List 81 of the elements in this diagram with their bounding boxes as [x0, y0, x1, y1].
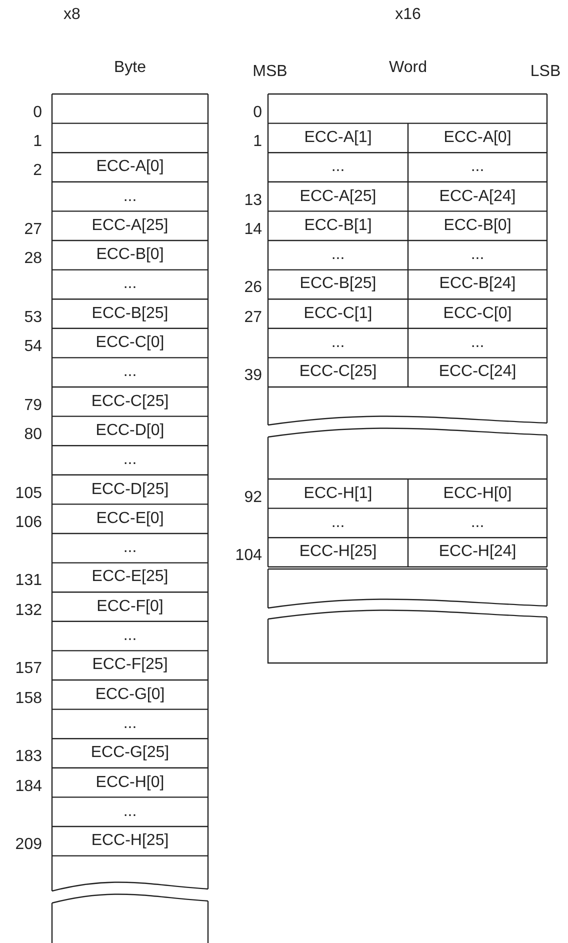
- address-number: 39: [243, 366, 262, 386]
- data-entry: ECC-C[25]: [298, 362, 378, 382]
- width-label: x16: [394, 5, 422, 25]
- data-entry: ECC-E[25]: [90, 567, 170, 588]
- data-entry: ECC-D[25]: [90, 480, 170, 500]
- data-entry: ECC-C[25]: [90, 392, 170, 412]
- data-entry: ECC-B[25]: [298, 274, 378, 294]
- address-number: 104: [234, 546, 262, 566]
- address-number: 27: [243, 308, 262, 328]
- ellipsis: ...: [470, 333, 486, 354]
- address-number: 2: [32, 161, 42, 182]
- address-number: 131: [14, 571, 42, 592]
- address-number: 28: [23, 249, 42, 270]
- data-entry: ECC-H[0]: [442, 484, 513, 504]
- address-number: 209: [14, 835, 42, 856]
- data-entry: ECC-H[1]: [302, 484, 374, 504]
- data-entry: ECC-A[0]: [442, 128, 512, 148]
- data-entry: ECC-G[25]: [90, 743, 170, 764]
- address-number: 183: [14, 747, 42, 768]
- ellipsis: ...: [470, 512, 486, 533]
- column-header: Byte: [112, 58, 147, 78]
- ellipsis: ...: [122, 714, 138, 734]
- address-number: 132: [14, 600, 42, 621]
- data-entry: ECC-A[25]: [90, 216, 170, 236]
- ellipsis: ...: [122, 186, 138, 207]
- ellipsis: ...: [122, 626, 138, 646]
- data-entry: ECC-B[0]: [95, 245, 165, 266]
- data-entry: ECC-B[25]: [90, 304, 170, 324]
- address-number: 92: [243, 488, 262, 508]
- address-number: 184: [14, 776, 42, 797]
- data-entry: ECC-C[0]: [442, 304, 513, 324]
- ellipsis: ...: [330, 333, 346, 354]
- address-number: 1: [32, 132, 42, 152]
- data-entry: ECC-A[1]: [303, 128, 373, 148]
- address-number: 158: [14, 688, 42, 709]
- address-number: 0: [32, 102, 42, 123]
- address-number: 26: [243, 278, 262, 298]
- ellipsis: ...: [470, 157, 486, 178]
- address-number: 80: [23, 424, 42, 445]
- data-entry: ECC-F[25]: [91, 655, 169, 676]
- data-entry: ECC-F[0]: [96, 596, 164, 617]
- address-number: 13: [243, 190, 262, 211]
- data-entry: ECC-H[25]: [298, 542, 378, 562]
- address-number: 1: [252, 132, 262, 152]
- bit-order-label: MSB: [252, 62, 288, 82]
- data-entry: ECC-H[25]: [90, 831, 170, 852]
- data-entry: ECC-A[24]: [438, 186, 517, 207]
- data-entry: ECC-A[25]: [298, 186, 378, 207]
- data-entry: ECC-A[0]: [95, 157, 165, 178]
- ellipsis: ...: [470, 245, 486, 266]
- address-number: 53: [23, 308, 42, 328]
- ellipsis: ...: [330, 157, 346, 178]
- data-entry: ECC-B[1]: [303, 216, 373, 236]
- ellipsis: ...: [122, 538, 138, 558]
- bit-order-label: LSB: [529, 62, 562, 82]
- address-number: 105: [14, 484, 42, 504]
- ellipsis: ...: [122, 274, 138, 294]
- ellipsis: ...: [122, 802, 138, 822]
- data-entry: ECC-H[0]: [94, 772, 166, 793]
- data-entry: ECC-H[24]: [438, 542, 518, 562]
- address-number: 157: [14, 659, 42, 680]
- data-entry: ECC-B[0]: [442, 216, 512, 236]
- data-entry: ECC-D[0]: [94, 420, 166, 441]
- width-label: x8: [62, 5, 82, 25]
- address-number: 54: [23, 337, 42, 358]
- ellipsis: ...: [330, 512, 346, 533]
- data-entry: ECC-C[0]: [94, 333, 166, 354]
- address-number: 27: [23, 220, 42, 240]
- address-number: 14: [243, 220, 262, 240]
- data-entry: ECC-B[24]: [438, 274, 517, 294]
- data-entry: ECC-C[24]: [438, 362, 518, 382]
- address-number: 0: [252, 102, 262, 123]
- column-header: Word: [388, 58, 428, 78]
- data-entry: ECC-C[1]: [302, 304, 374, 324]
- address-number: 106: [14, 512, 42, 533]
- ellipsis: ...: [330, 245, 346, 266]
- ellipsis: ...: [122, 362, 138, 382]
- data-entry: ECC-E[0]: [95, 508, 165, 529]
- address-number: 79: [23, 396, 42, 416]
- ellipsis: ...: [122, 450, 138, 470]
- data-entry: ECC-G[0]: [94, 684, 166, 705]
